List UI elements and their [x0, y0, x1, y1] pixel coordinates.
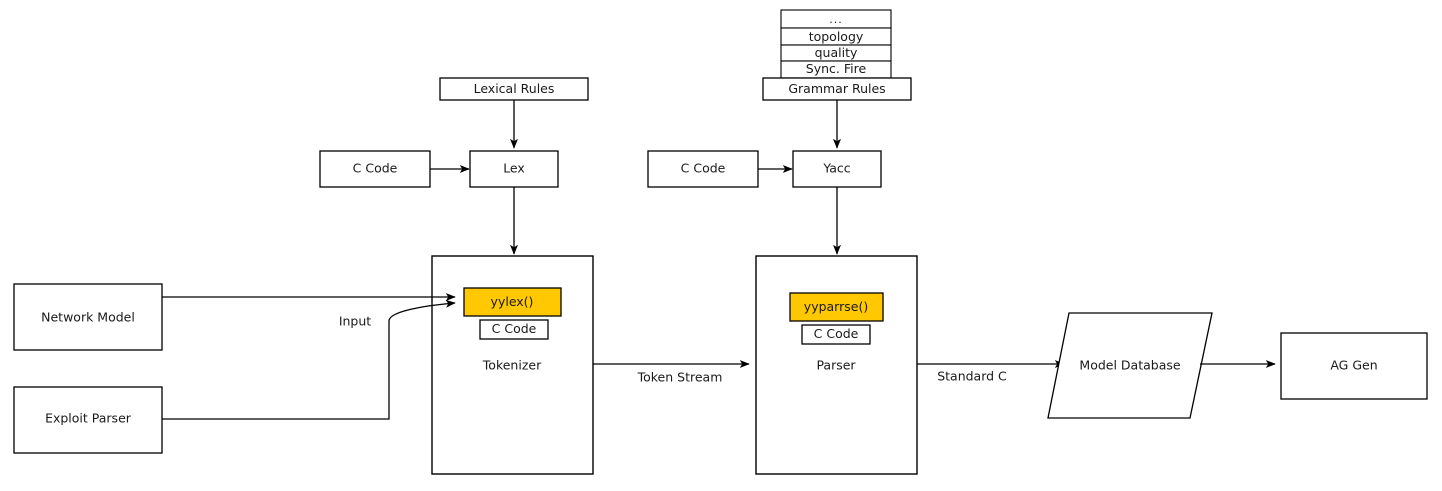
exploit-parser-label: Exploit Parser [45, 411, 132, 426]
ag-gen-box[interactable] [1280, 332, 1428, 400]
grammar-rules-stack: ... topology quality Sync. Fire Grammar … [762, 9, 912, 101]
yacc-box[interactable] [792, 150, 882, 188]
yylex-function-box[interactable] [463, 287, 562, 317]
ccode-yacc-box[interactable] [647, 150, 759, 188]
model-database-node[interactable]: Model Database [1047, 312, 1213, 419]
lexical-rules-label: Lexical Rules [474, 81, 555, 96]
edge-exploit-parser-to-yylex [162, 299, 456, 420]
parser-caption: Parser [816, 358, 856, 373]
parser-ccode-label: C Code [814, 326, 859, 341]
tokenizer-ccode-box[interactable] [479, 319, 549, 340]
stack-slice-label-1: topology [809, 29, 864, 44]
stack-slice-label-3: Sync. Fire [806, 61, 867, 76]
lex-box[interactable] [469, 150, 559, 188]
stack-slice-label-2: quality [815, 45, 858, 60]
model-database-shape[interactable] [1047, 312, 1213, 419]
yacc-node[interactable]: Yacc [792, 150, 882, 188]
edge-label-standard-c: Standard C [937, 369, 1007, 384]
yacc-label: Yacc [822, 161, 850, 176]
exploit-parser-node[interactable]: Exploit Parser [13, 386, 163, 454]
edge-label-input: Input [339, 314, 371, 329]
ccode-lex-node[interactable]: C Code [319, 150, 431, 188]
tokenizer-ccode-label: C Code [492, 321, 537, 336]
yyparrse-function-label: yyparrse() [804, 299, 868, 314]
ag-gen-node[interactable]: AG Gen [1280, 332, 1428, 400]
ccode-yacc-node[interactable]: C Code [647, 150, 759, 188]
lex-node[interactable]: Lex [469, 150, 559, 188]
edge-label-token-stream: Token Stream [637, 370, 723, 385]
network-model-node[interactable]: Network Model [13, 283, 163, 351]
ccode-lex-box[interactable] [319, 150, 431, 188]
tokenizer-node[interactable]: C Code yylex() Tokenizer [431, 255, 594, 475]
model-database-label: Model Database [1079, 358, 1180, 373]
stack-slice-label-0: ... [829, 13, 843, 26]
tokenizer-caption: Tokenizer [482, 358, 542, 373]
ccode-yacc-label: C Code [681, 161, 726, 176]
ag-gen-label: AG Gen [1330, 358, 1377, 373]
parser-container[interactable] [755, 255, 918, 475]
yyparrse-function-box[interactable] [789, 292, 884, 322]
ccode-lex-label: C Code [353, 161, 398, 176]
exploit-parser-box[interactable] [13, 386, 163, 454]
network-model-box[interactable] [13, 283, 163, 351]
grammar-rules-label: Grammar Rules [788, 81, 885, 96]
parser-ccode-box[interactable] [801, 324, 871, 345]
parser-node[interactable]: C Code yyparrse() Parser [755, 255, 918, 475]
lexical-rules-node[interactable]: Lexical Rules [439, 77, 589, 101]
lex-label: Lex [503, 161, 525, 176]
network-model-label: Network Model [41, 310, 135, 325]
yylex-function-label: yylex() [491, 294, 534, 309]
